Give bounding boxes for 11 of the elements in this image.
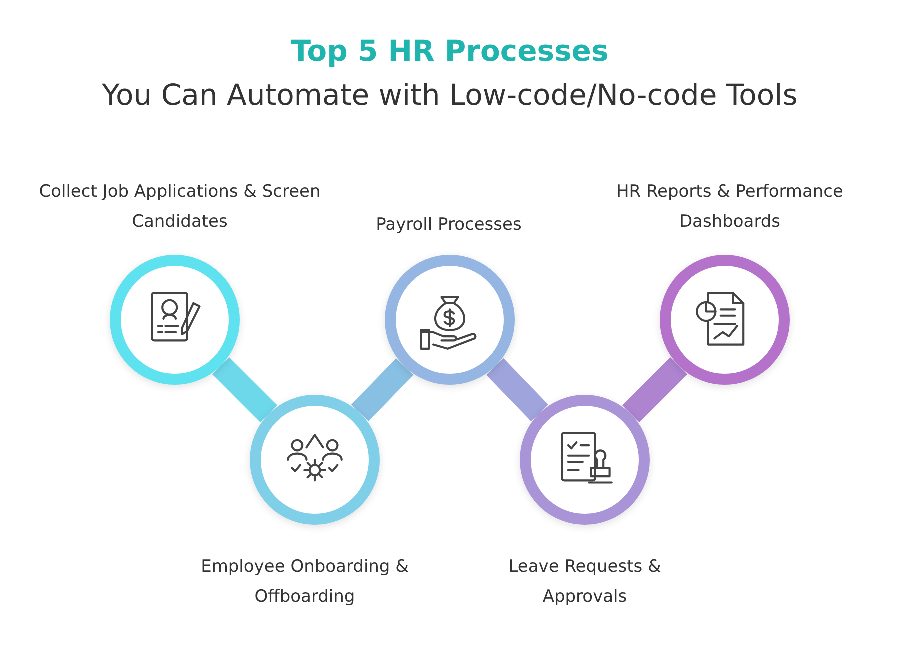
process-label: Employee Onboarding & Offboarding: [200, 556, 410, 609]
connector-band: [486, 358, 549, 422]
connector-band: [622, 357, 688, 423]
connector-band: [212, 357, 278, 423]
process-label: Leave Requests & Approvals: [508, 556, 662, 609]
process-label: Collect Job Applications & Screen Candidates: [38, 181, 322, 234]
process-label: HR Reports & Performance Dashboards: [615, 181, 844, 234]
title: Top 5 HR Processes: [290, 34, 610, 68]
subtitle: You Can Automate with Low-code/No-code Tools: [101, 78, 799, 112]
connector-band: [351, 358, 414, 422]
process-label: Payroll Processes: [375, 214, 523, 237]
